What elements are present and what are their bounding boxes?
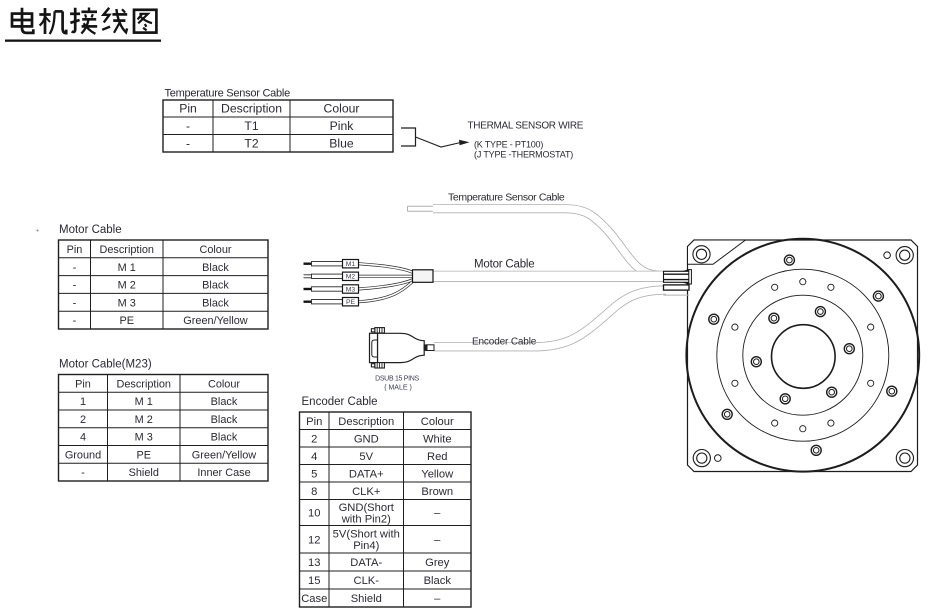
svg-text:Black: Black [202,262,229,274]
svg-text:(J TYPE -THERMOSTAT): (J TYPE -THERMOSTAT) [474,149,573,159]
svg-text:Yellow: Yellow [421,468,454,480]
svg-text:Description: Description [100,244,154,256]
svg-text:-: - [73,297,77,309]
svg-text:12: 12 [308,534,320,546]
svg-text:Encoder Cable: Encoder Cable [302,396,378,408]
svg-text:CLK-: CLK- [354,575,380,587]
svg-text:Pin: Pin [67,244,83,256]
svg-text:Pin: Pin [179,102,197,116]
svg-text:Motor Cable(M23): Motor Cable(M23) [59,359,152,371]
svg-text:M 1: M 1 [135,396,153,408]
svg-text:M 2: M 2 [135,414,153,426]
svg-text:8: 8 [311,486,317,498]
svg-text:Brown: Brown [421,486,453,498]
svg-text:(K TYPE - PT100): (K TYPE - PT100) [474,139,543,149]
svg-text:M1: M1 [346,261,356,268]
svg-text:Motor Cable: Motor Cable [474,259,534,271]
svg-text:Blue: Blue [329,136,354,150]
svg-text:-: - [73,262,77,274]
svg-text:Colour: Colour [421,416,454,428]
svg-text:with Pin2): with Pin2) [341,513,391,525]
svg-text:-: - [73,315,77,327]
svg-text:5: 5 [311,468,317,480]
svg-text:-: - [186,119,190,133]
svg-text:2: 2 [311,433,317,445]
svg-text:Description: Description [221,102,282,116]
svg-text:13: 13 [308,557,320,569]
svg-text:M 1: M 1 [118,262,136,274]
svg-text:Encoder Cable: Encoder Cable [472,337,537,348]
svg-text:Red: Red [427,451,448,463]
svg-text:Ground: Ground [65,449,101,461]
svg-text:Black: Black [211,432,238,444]
svg-text:Pin: Pin [306,416,322,428]
svg-text:Temperature Sensor Cable: Temperature Sensor Cable [448,192,565,204]
svg-text:4: 4 [80,432,86,444]
svg-text:M 3: M 3 [135,432,153,444]
svg-text:Green/Yellow: Green/Yellow [183,315,248,327]
svg-text:THERMAL SENSOR WIRE: THERMAL SENSOR WIRE [468,121,584,132]
svg-text:Pin: Pin [75,378,91,390]
svg-text:T2: T2 [244,136,258,150]
svg-text:PE: PE [119,315,134,327]
svg-text:Colour: Colour [208,378,240,390]
svg-text:1: 1 [80,396,86,408]
svg-text:Black: Black [202,280,229,292]
svg-text:CLK+: CLK+ [352,486,380,498]
svg-text:-: - [81,467,85,479]
svg-text:2: 2 [80,414,86,426]
svg-text:-: - [186,136,190,150]
svg-text:Temperature Sensor Cable: Temperature Sensor Cable [165,88,291,100]
svg-text:–: – [434,534,441,546]
svg-text:5V: 5V [359,451,373,463]
svg-text:Black: Black [424,575,452,587]
svg-text:Black: Black [211,414,238,426]
svg-text:Motor Cable: Motor Cable [59,224,122,236]
svg-text:Case: Case [301,593,327,605]
svg-text:Colour: Colour [199,244,231,256]
svg-text:M 3: M 3 [118,297,136,309]
svg-text:DSUB 15 PINS: DSUB 15 PINS [375,376,419,383]
svg-text:Description: Description [338,416,394,428]
svg-text:Pin4): Pin4) [353,540,379,552]
svg-text:Black: Black [202,297,229,309]
svg-text:Grey: Grey [425,557,450,569]
svg-text:White: White [423,433,452,445]
svg-text:DATA-: DATA- [350,557,382,569]
svg-text:–: – [434,593,441,605]
svg-text:DATA+: DATA+ [349,468,384,480]
svg-text:M3: M3 [346,286,356,293]
svg-text:Pink: Pink [330,119,355,133]
svg-text:Description: Description [117,378,171,390]
svg-text:GND(Short: GND(Short [339,502,395,514]
svg-text:M2: M2 [346,274,356,281]
svg-text:PE: PE [346,299,356,306]
svg-text:Green/Yellow: Green/Yellow [192,449,257,461]
svg-text:T1: T1 [244,119,258,133]
svg-text:–: – [434,508,441,520]
svg-text:( MALE ): ( MALE ) [384,385,412,392]
svg-text:M 2: M 2 [118,280,136,292]
svg-text:Inner Case: Inner Case [197,467,250,479]
svg-text:PE: PE [136,449,151,461]
svg-text:Shield: Shield [129,467,159,479]
svg-text:GND: GND [354,433,379,445]
svg-text:5V(Short with: 5V(Short with [333,529,400,541]
svg-text:15: 15 [308,575,320,587]
svg-text:10: 10 [308,508,320,520]
svg-text:Black: Black [211,396,238,408]
svg-text:Colour: Colour [324,102,360,116]
svg-text:4: 4 [311,451,317,463]
svg-text:-: - [73,280,77,292]
svg-text:Shield: Shield [351,593,382,605]
